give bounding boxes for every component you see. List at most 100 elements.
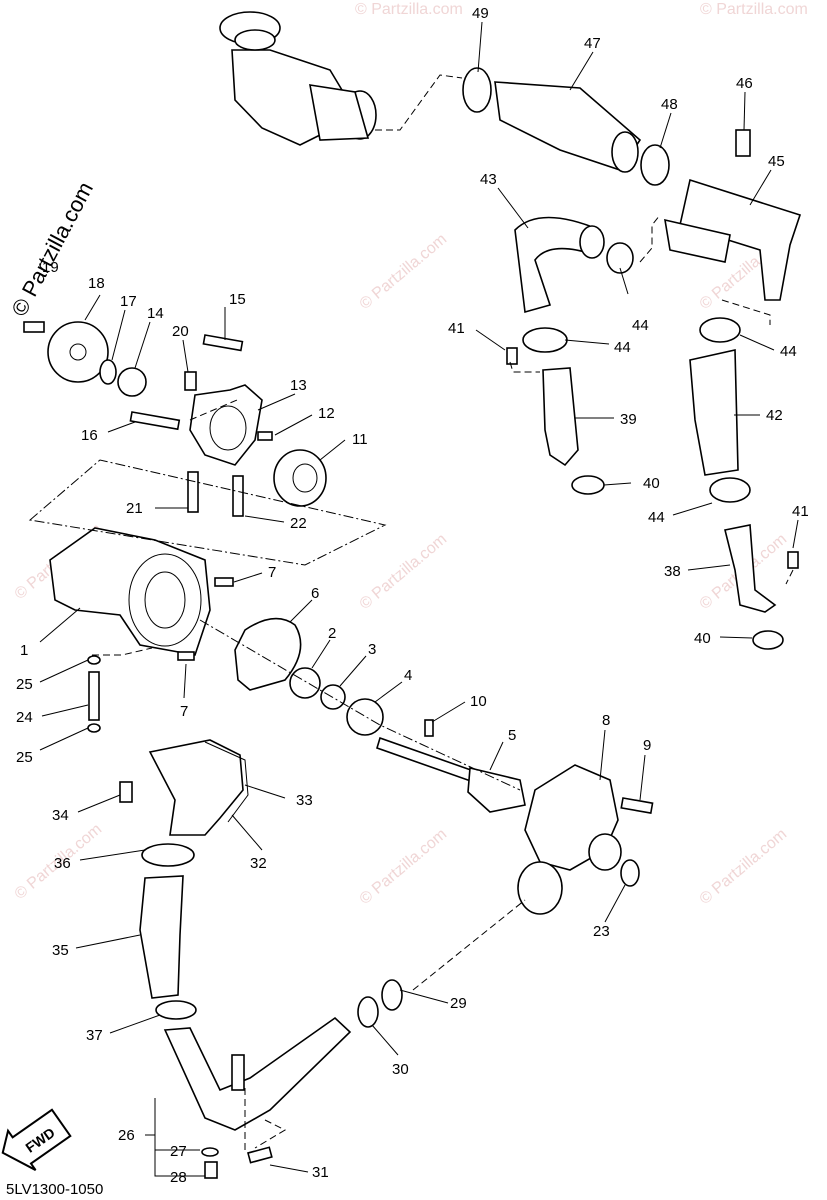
seal-3	[320, 684, 346, 710]
callout-44: 44	[632, 317, 649, 334]
callout-43: 43	[480, 171, 497, 188]
callout-17: 17	[120, 293, 137, 310]
pin-7	[214, 577, 234, 587]
callouts: 1 2 3 4 5 6 7 7 8 9 10 11 12 13 14 15 16…	[16, 5, 809, 1186]
gear-18	[47, 321, 109, 383]
hose-clamp-49	[462, 67, 492, 113]
callout-48: 48	[661, 96, 678, 113]
bolt-22	[232, 475, 244, 517]
pin-10	[424, 719, 434, 737]
callout-32: 32	[250, 855, 267, 872]
callout-25: 25	[16, 676, 33, 693]
callout-7: 7	[268, 564, 276, 581]
hose-clamp-44	[606, 242, 634, 274]
callout-8: 8	[602, 712, 610, 729]
hose-clamp-44	[522, 327, 568, 353]
callout-30: 30	[392, 1061, 409, 1078]
pipe-26	[163, 1016, 352, 1131]
watermark: © Partzilla.com	[357, 231, 451, 313]
bolt-19	[23, 321, 45, 333]
callout-9: 9	[643, 737, 651, 754]
callout-33: 33	[296, 792, 313, 809]
bolt-9	[620, 797, 654, 814]
connection-lines	[28, 74, 794, 1177]
callout-40: 40	[643, 475, 660, 492]
callout-44: 44	[614, 339, 631, 356]
bearing-14	[117, 367, 147, 397]
pin-20	[184, 371, 197, 391]
pipe-24	[88, 671, 100, 721]
parts	[23, 11, 802, 1179]
rotor-11	[273, 449, 327, 507]
callout-31: 31	[312, 1164, 329, 1181]
bolt-16	[129, 411, 181, 431]
callout-13: 13	[290, 377, 307, 394]
callout-12: 12	[318, 405, 335, 422]
watermark: © Partzilla.com	[697, 826, 791, 908]
seal-4	[346, 698, 384, 736]
callout-7: 7	[180, 703, 188, 720]
watermark: © Partzilla.com	[357, 531, 451, 613]
housing-13	[189, 384, 263, 466]
callout-46: 46	[736, 75, 753, 92]
callout-22: 22	[290, 515, 307, 532]
o-ring-40	[571, 475, 605, 495]
diagram-code: 5LV1300-1050	[6, 1181, 103, 1198]
bolt-41	[506, 347, 518, 365]
hose-35	[139, 875, 184, 999]
callout-29: 29	[450, 995, 467, 1012]
thermostat-housing	[219, 11, 377, 146]
leader-lines	[39, 21, 799, 1173]
callout-15: 15	[229, 291, 246, 308]
cover-32	[148, 739, 244, 836]
bolt-21	[187, 471, 199, 513]
callout-37: 37	[86, 1027, 103, 1044]
callout-3: 3	[368, 641, 376, 658]
callout-20: 20	[172, 323, 189, 340]
hose-clamp-44	[699, 317, 741, 343]
bolt-31	[247, 1146, 273, 1164]
callout-5: 5	[508, 727, 516, 744]
washer-17	[99, 359, 117, 385]
callout-26: 26	[118, 1127, 135, 1144]
o-ring-25	[87, 655, 101, 665]
callout-40: 40	[694, 630, 711, 647]
callout-45: 45	[768, 153, 785, 170]
bolt-41	[787, 551, 799, 569]
washer-27	[201, 1147, 219, 1157]
callout-14: 14	[147, 305, 164, 322]
bolt-46	[735, 129, 751, 157]
o-ring-30	[357, 996, 379, 1028]
callout-11: 11	[352, 431, 368, 448]
gasket-33	[204, 741, 249, 823]
callout-34: 34	[52, 807, 69, 824]
gasket-6	[234, 617, 302, 691]
callout-23: 23	[593, 923, 610, 940]
callout-44: 44	[648, 509, 665, 526]
callout-44: 44	[780, 343, 797, 360]
callout-41: 41	[792, 503, 809, 520]
o-ring-40	[752, 630, 784, 650]
callout-10: 10	[470, 693, 487, 710]
callout-38: 38	[664, 563, 681, 580]
forward-arrow: FWD	[1, 1108, 72, 1171]
hose-clamp-37	[155, 1000, 197, 1020]
callout-4: 4	[404, 667, 412, 684]
callout-18: 18	[88, 275, 105, 292]
brand-watermark: © Partzilla.com	[6, 178, 98, 321]
callout-2: 2	[328, 625, 336, 642]
callout-42: 42	[766, 407, 783, 424]
callout-41: 41	[448, 320, 465, 337]
pin-12	[257, 431, 273, 441]
pipe-39	[542, 367, 579, 467]
callout-19: 19	[42, 259, 59, 276]
callout-35: 35	[52, 942, 69, 959]
pin-7	[177, 651, 195, 661]
watermarks: © Partzilla.com © Partzilla.com © Partzi…	[12, 1, 808, 908]
callout-24: 24	[16, 709, 33, 726]
bolt-34	[119, 781, 133, 803]
callout-25: 25	[16, 749, 33, 766]
o-ring-25	[87, 723, 101, 733]
bearing-2	[289, 667, 321, 699]
callout-21: 21	[126, 500, 143, 517]
